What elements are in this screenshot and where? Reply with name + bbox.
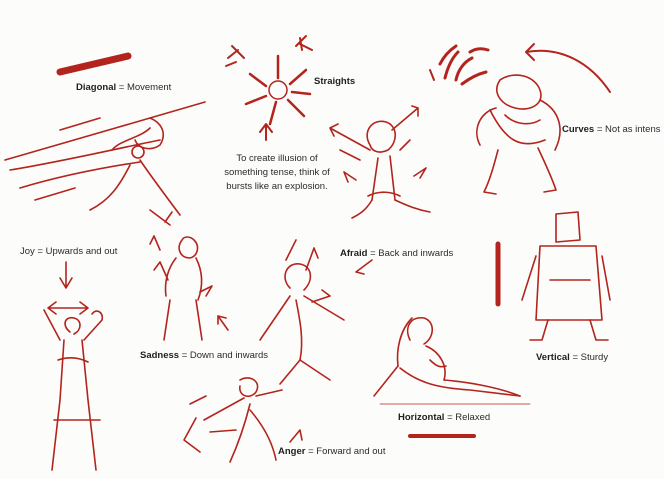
label-vertical-bold: Vertical xyxy=(536,352,570,363)
label-curves-rest: = Not as intens xyxy=(594,124,660,135)
label-afraid: Afraid = Back and inwards xyxy=(340,248,453,260)
label-curves: Curves = Not as intens xyxy=(562,124,661,136)
label-afraid-rest: = Back and inwards xyxy=(367,248,453,259)
label-anger-rest: = Forward and out xyxy=(305,446,385,457)
label-curves-bold: Curves xyxy=(562,124,594,135)
tense-note: To create illusion of something tense, t… xyxy=(202,152,352,194)
label-joy: Joy = Upwards and out xyxy=(20,246,117,258)
label-horizontal-rest: = Relaxed xyxy=(444,412,490,423)
label-straights-bold: Straights xyxy=(314,76,355,87)
sadness-figure xyxy=(150,236,228,340)
burst-icon xyxy=(226,36,312,140)
label-vertical-rest: = Sturdy xyxy=(570,352,608,363)
label-vertical: Vertical = Sturdy xyxy=(536,352,608,364)
label-afraid-bold: Afraid xyxy=(340,248,367,259)
curves-figure xyxy=(477,75,560,194)
diagonal-figure xyxy=(5,102,205,225)
label-anger-bold: Anger xyxy=(278,446,305,457)
vertical-figure xyxy=(498,212,610,340)
label-sadness-bold: Sadness xyxy=(140,350,179,361)
label-joy-text: Joy = Upwards and out xyxy=(20,246,117,257)
label-sadness: Sadness = Down and inwards xyxy=(140,350,268,362)
afraid-figure xyxy=(260,240,372,384)
label-horizontal: Horizontal = Relaxed xyxy=(398,412,490,424)
label-diagonal-bold: Diagonal xyxy=(76,82,116,93)
fireworks-icon xyxy=(430,46,488,84)
joy-figure xyxy=(44,262,102,470)
label-anger: Anger = Forward and out xyxy=(278,446,385,458)
label-diagonal: Diagonal = Movement xyxy=(76,82,171,94)
arrow-icon xyxy=(526,44,610,92)
label-horizontal-bold: Horizontal xyxy=(398,412,444,423)
diagonal-bar xyxy=(60,56,128,72)
label-sadness-rest: = Down and inwards xyxy=(179,350,268,361)
horizontal-figure xyxy=(374,318,530,404)
label-straights: Straights xyxy=(314,76,355,88)
label-diagonal-rest: = Movement xyxy=(116,82,171,93)
